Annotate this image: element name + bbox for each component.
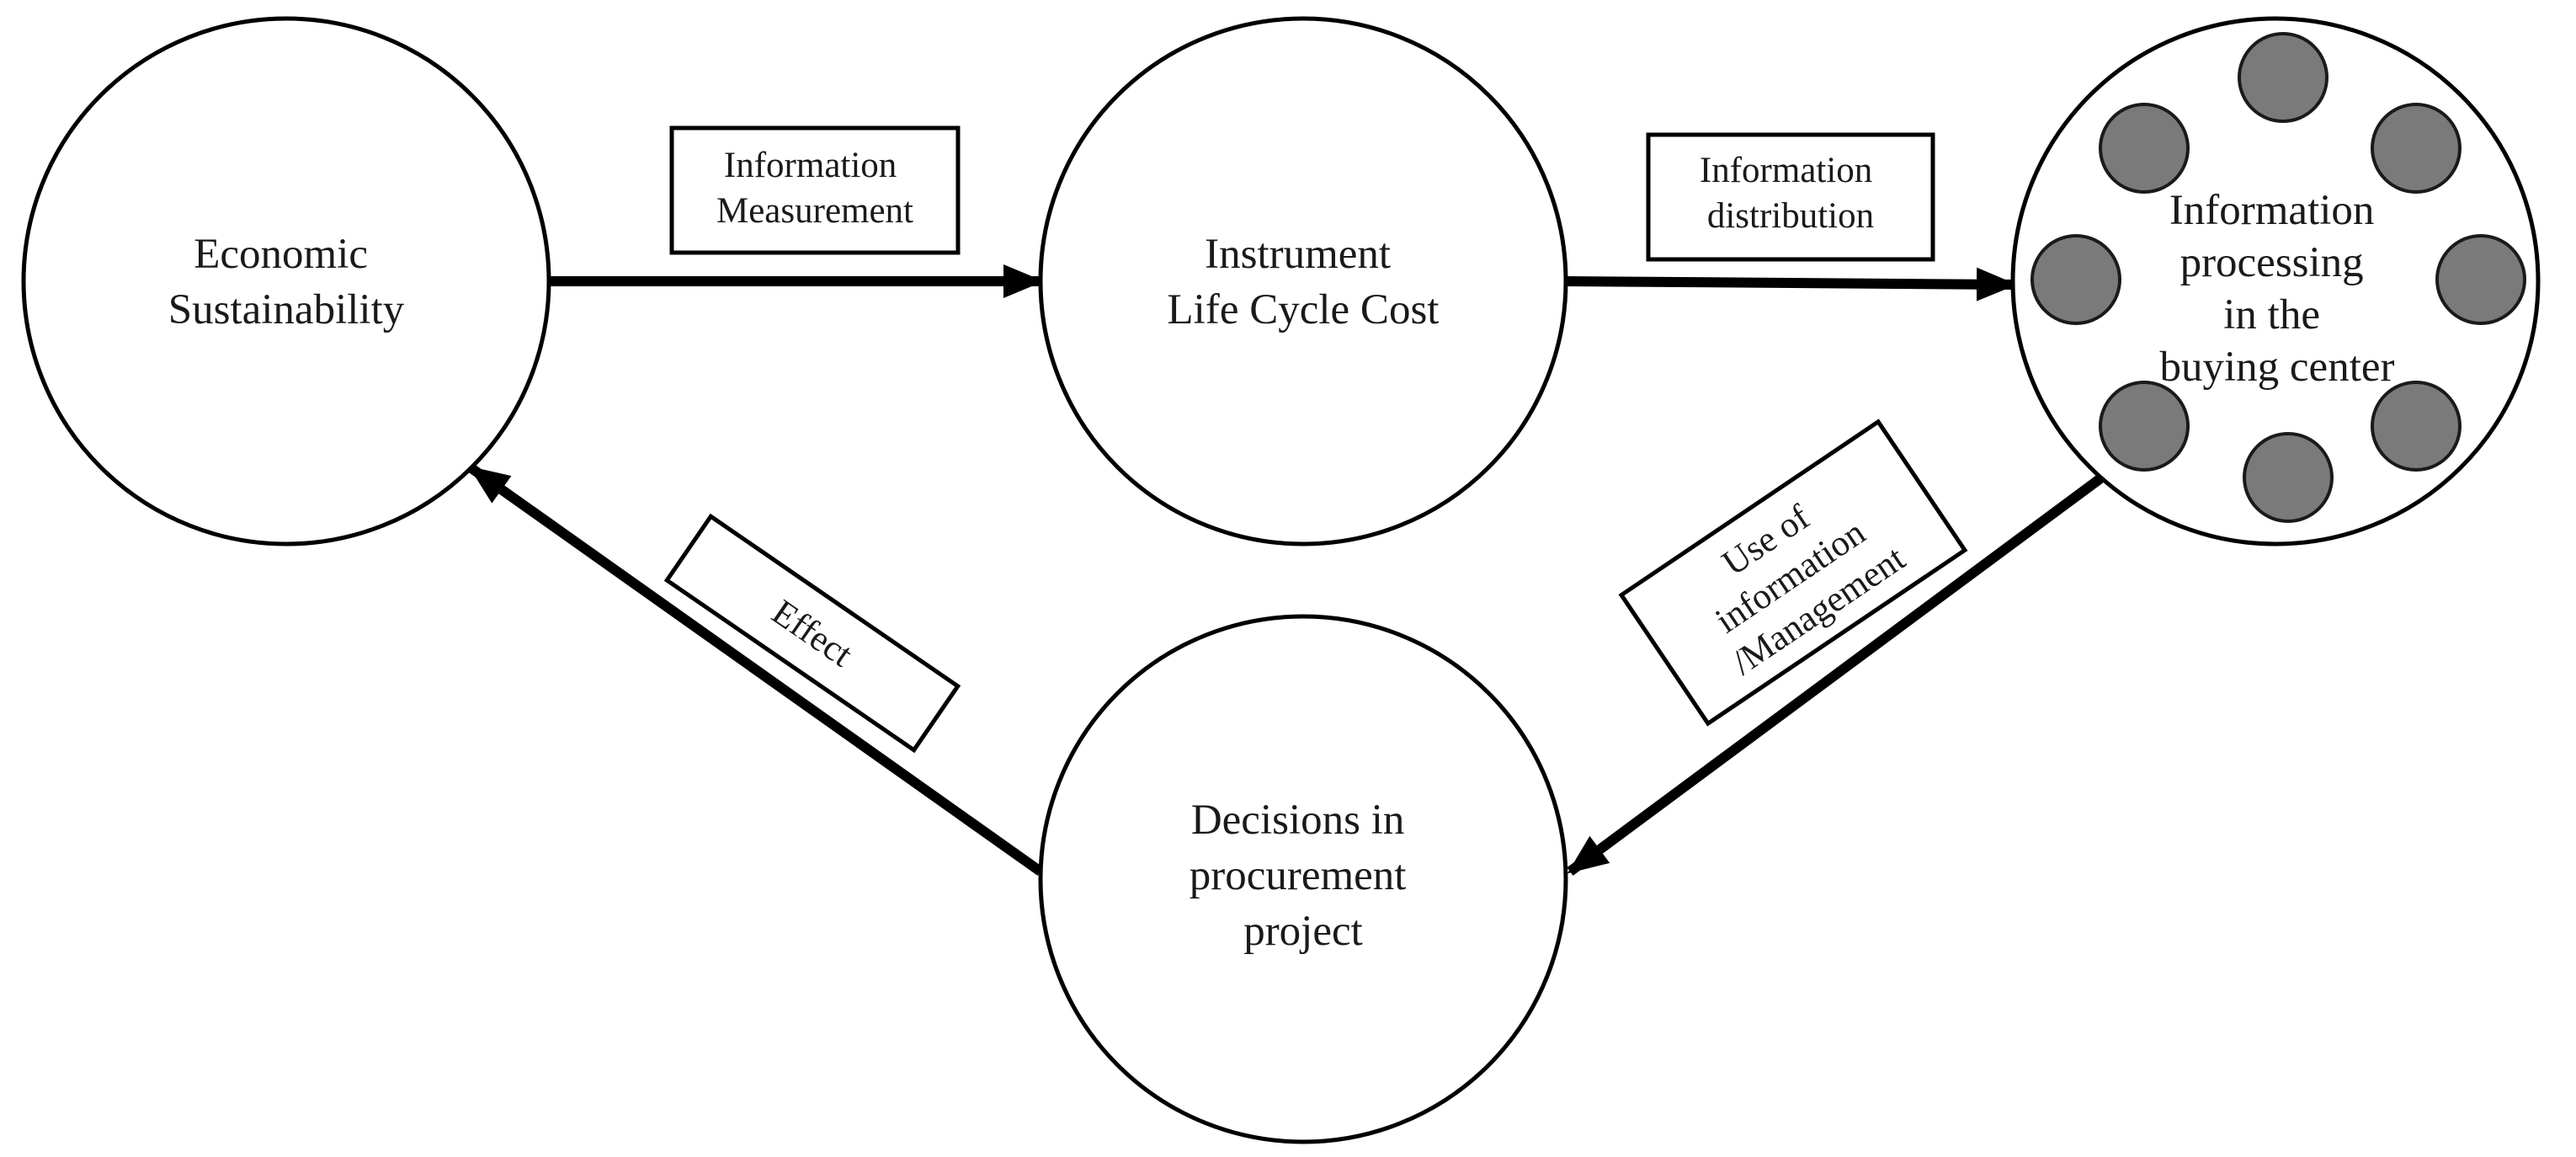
node-decisions-in-procurement-project: Decisions in procurement project bbox=[1038, 614, 1568, 1144]
svg-text:Information distribution: Information distribution bbox=[1700, 151, 1881, 236]
buying-center-member-icon bbox=[2371, 381, 2462, 472]
edge-label-line: distribution bbox=[1707, 196, 1874, 236]
buying-center-member-icon bbox=[2099, 381, 2190, 472]
edge-label-line: Information bbox=[1700, 151, 1872, 190]
node-label-line: Decisions in bbox=[1191, 797, 1405, 844]
edge-label-line: Information bbox=[724, 146, 897, 185]
svg-text:Economic Sustainability: Economic Sustainability bbox=[168, 231, 405, 333]
buying-center-member-icon bbox=[2243, 432, 2334, 523]
edge-label-line: Measurement bbox=[716, 191, 913, 231]
buying-center-member-icon bbox=[2371, 103, 2462, 194]
node-label-line: Economic bbox=[194, 231, 368, 278]
arrow-buying-center-to-decisions bbox=[1567, 472, 2106, 876]
node-buying-center: Information processing in the buying cen… bbox=[2010, 16, 2541, 547]
edge-label-use-of-information: Use of information /Management bbox=[1618, 419, 1968, 727]
edge-label-effect: Effect bbox=[663, 513, 961, 754]
arrow-decisions-to-economic bbox=[468, 464, 1044, 876]
edge-label-information-distribution: Information distribution bbox=[1646, 132, 1935, 262]
node-label-line: Life Cycle Cost bbox=[1168, 286, 1440, 333]
node-instrument-life-cycle-cost: Instrument Life Cycle Cost bbox=[1038, 16, 1568, 547]
node-label-line: buying center bbox=[2160, 344, 2395, 391]
node-economic-sustainability: Economic Sustainability bbox=[21, 16, 551, 547]
edge-label-information-measurement: Information Measurement bbox=[669, 125, 961, 255]
buying-center-member-icon bbox=[2030, 234, 2121, 325]
svg-text:Instrument Life Cycle Co: Instrument Life Cycle Cost bbox=[1168, 231, 1440, 333]
arrow-instrument-to-buying-center bbox=[1565, 267, 2017, 301]
svg-text:Decisions in procurement: Decisions in procurement project bbox=[1190, 797, 1417, 955]
svg-text:Information processing: Information processing in the buying cen… bbox=[2160, 187, 2395, 391]
node-label-line: in the bbox=[2223, 291, 2320, 339]
node-label-line: Information bbox=[2169, 187, 2375, 234]
node-label-line: procurement bbox=[1190, 852, 1407, 899]
node-label-line: processing bbox=[2180, 239, 2364, 286]
svg-text:Information Measurement: Information Measurement bbox=[716, 146, 913, 231]
buying-center-member-icon bbox=[2435, 234, 2526, 325]
buying-center-member-icon bbox=[2099, 103, 2190, 194]
node-label-line: Instrument bbox=[1205, 231, 1391, 278]
buying-center-member-icon bbox=[2238, 32, 2329, 123]
node-label-line: Sustainability bbox=[168, 286, 405, 333]
node-label-line: project bbox=[1243, 908, 1363, 955]
